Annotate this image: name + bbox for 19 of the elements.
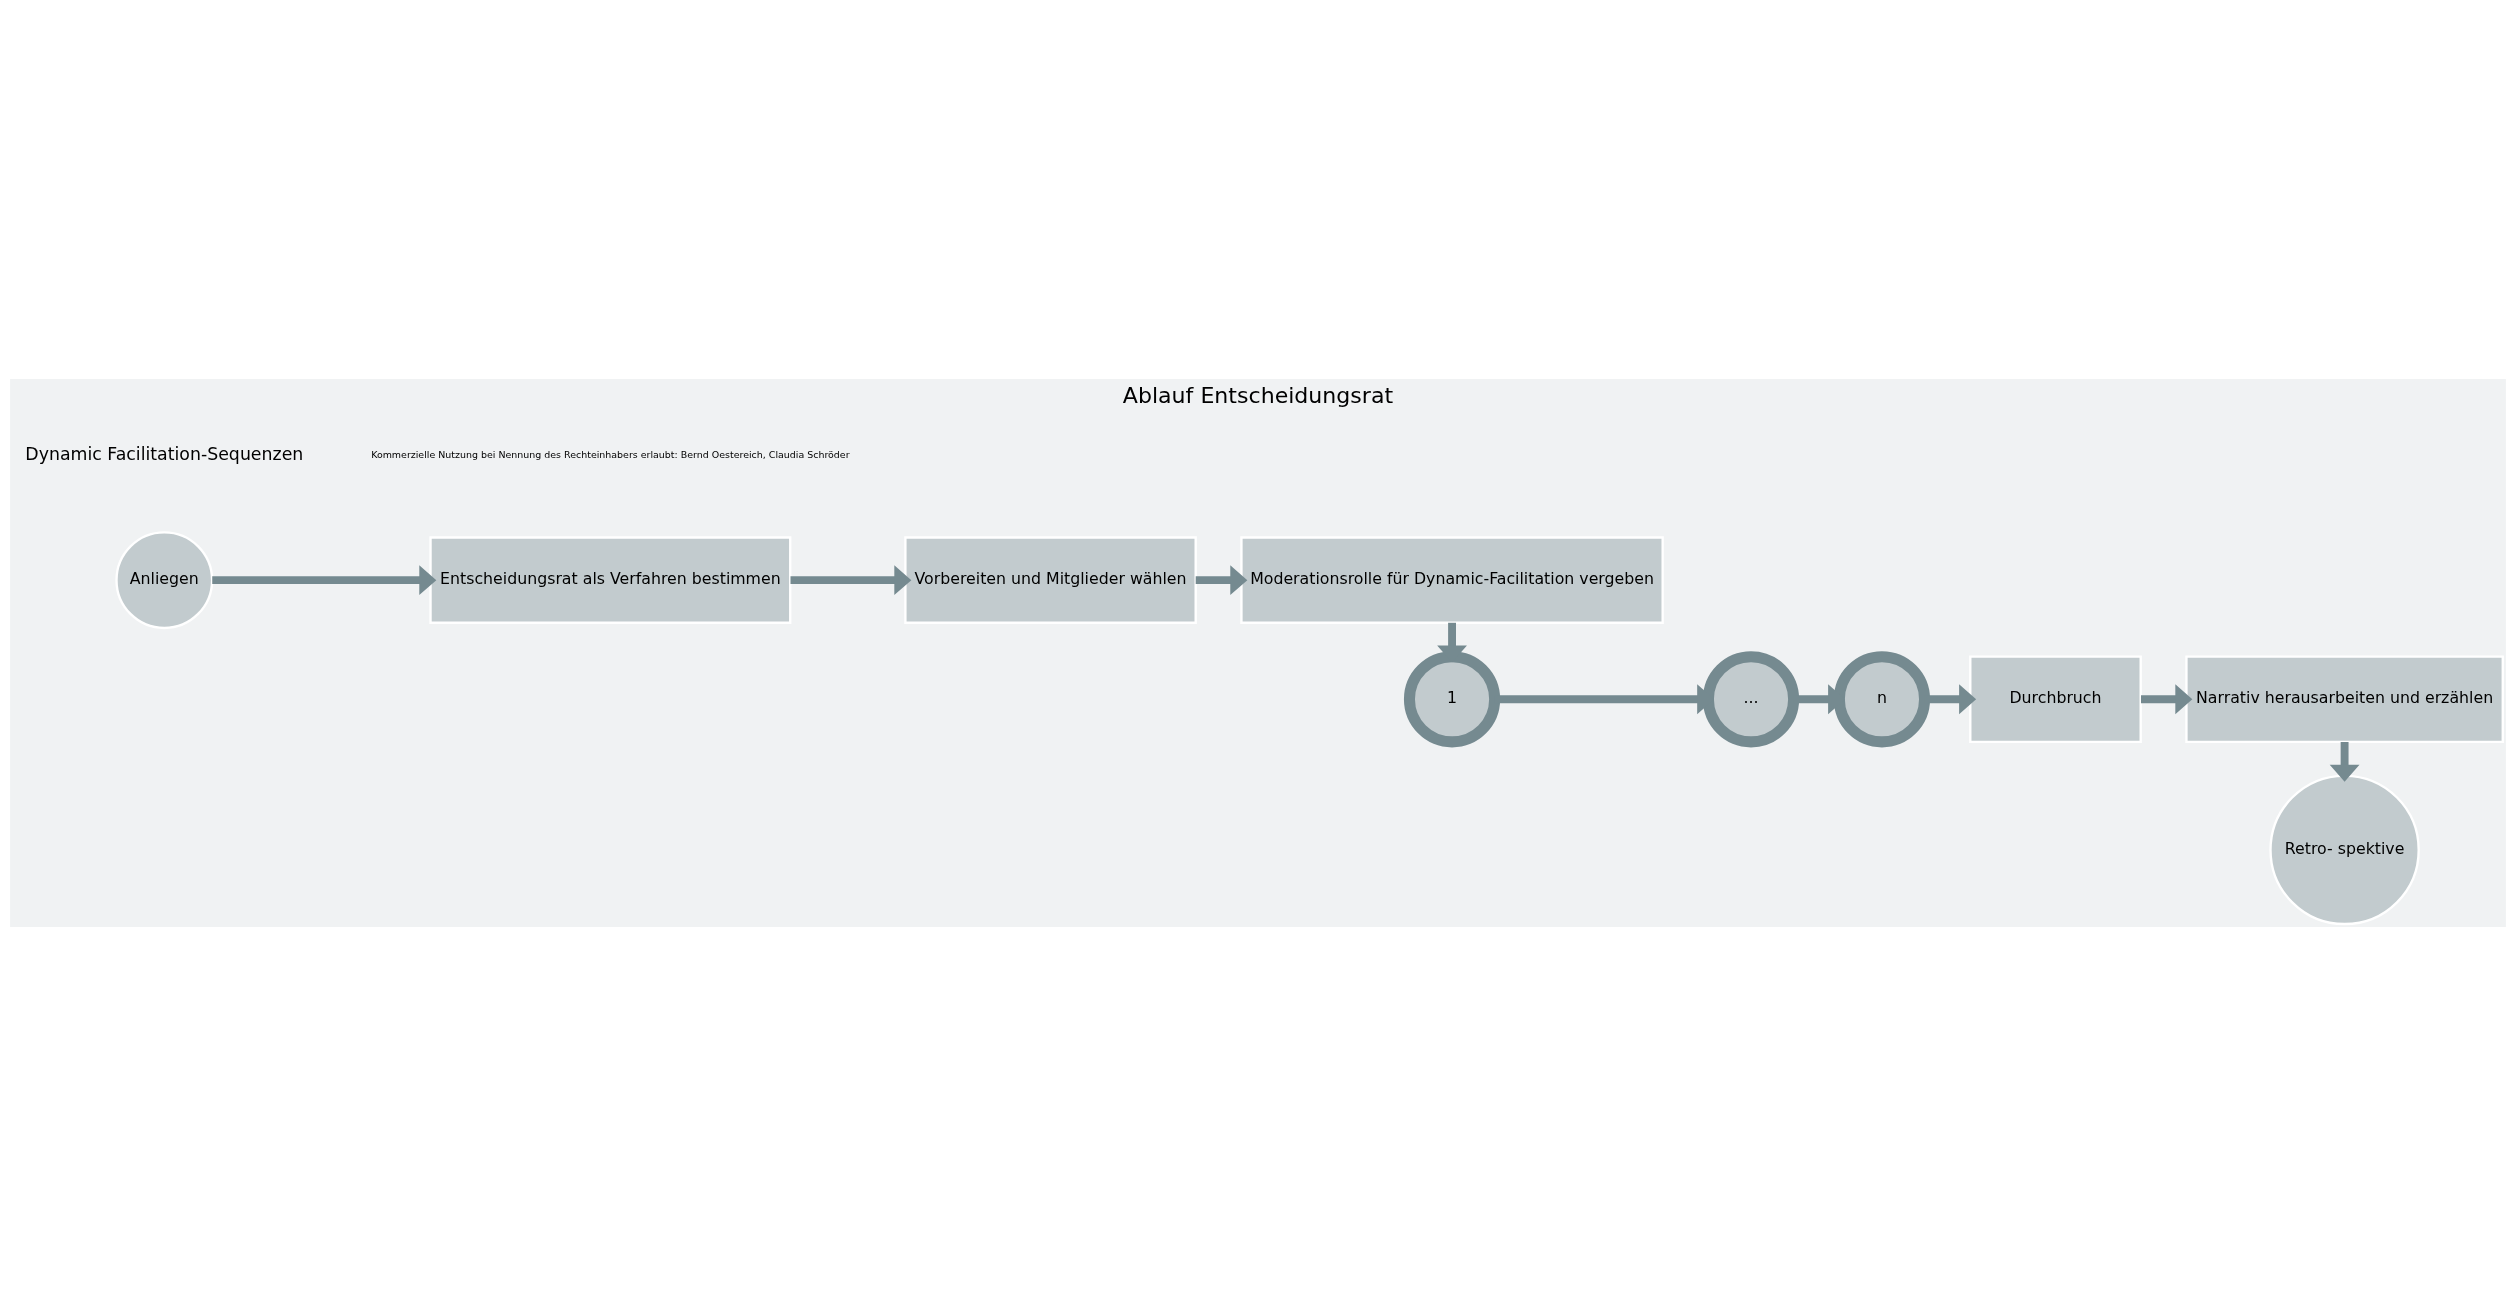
arrow <box>2141 683 2193 714</box>
node-circle: 1 <box>1403 650 1501 747</box>
node-circle: n <box>1833 650 1931 747</box>
node-circle: Anliegen <box>115 530 214 629</box>
arrow <box>1437 622 1467 662</box>
node-box: Vorbereiten und Mitglieder wählen <box>904 535 1197 624</box>
node-box: Durchbruch <box>1969 654 2142 743</box>
arrow <box>1195 564 1248 595</box>
arrow <box>790 564 912 595</box>
arrow <box>2329 741 2360 782</box>
node-circle: Retro- spektive <box>2269 774 2420 925</box>
node-box: Narrativ herausarbeiten und erzählen <box>2185 654 2504 743</box>
node-circle: ... <box>1702 650 1800 747</box>
node-box: Entscheidungsrat als Verfahren bestimmen <box>429 535 792 624</box>
diagram-title: Ablauf Entscheidungsrat <box>1122 382 1394 408</box>
arrow <box>212 564 437 595</box>
node-box: Moderationsrolle für Dynamic-Facilitation vergeben <box>1240 535 1664 624</box>
label: Dynamic Facilitation-Sequenzen <box>25 443 304 464</box>
label: Kommerzielle Nutzung bei Nennung des Rechteinhabers erlaubt: Bernd Oestereich, Claudia Schröder <box>371 448 850 460</box>
